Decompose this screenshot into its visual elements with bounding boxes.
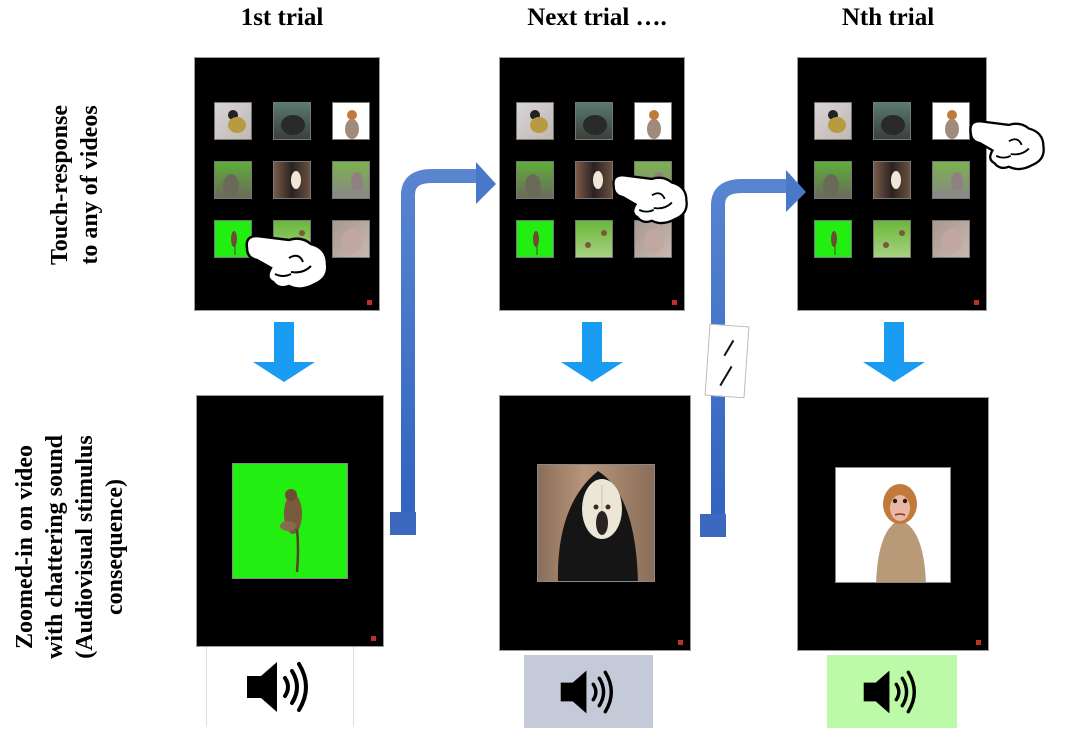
row-label-bottom-line-1: Zoomed-in on video	[12, 444, 38, 650]
indicator-dot	[976, 640, 981, 645]
zoomed-video-screen-1	[196, 395, 384, 647]
video-tile-white-faced-saki[interactable]	[873, 161, 911, 199]
sound-box-3	[827, 655, 957, 728]
sound-box-2	[524, 655, 653, 728]
down-arrow-icon	[253, 322, 315, 382]
double-slash-break-icon	[704, 323, 750, 399]
zoomed-video-green-screen-monkey	[232, 463, 348, 579]
video-tile-gorilla[interactable]	[873, 102, 911, 140]
pointing-hand-icon	[969, 120, 1045, 171]
video-tile-squirrel-monkey[interactable]	[214, 102, 252, 140]
indicator-dot	[678, 640, 683, 645]
pointing-hand-icon	[245, 234, 329, 290]
video-tile-monkey-on-green-screen[interactable]	[814, 220, 852, 258]
video-tile-rhesus-macaque-white-bg-[interactable]	[332, 102, 370, 140]
video-tile-gorilla[interactable]	[273, 102, 311, 140]
video-tile-rhesus-macaque-white-bg-[interactable]	[932, 102, 970, 140]
down-arrow-icon	[863, 322, 925, 382]
column-title-nth-trial: Nth trial	[841, 4, 935, 31]
video-tile-monkeys-in-trees[interactable]	[873, 220, 911, 258]
bent-arrow-icon	[390, 162, 496, 535]
video-tile-rhesus-macaque-white-bg-[interactable]	[634, 102, 672, 140]
speaker-sound-icon	[247, 662, 308, 712]
indicator-dot	[672, 300, 677, 305]
video-tile-monkey-on-rock[interactable]	[332, 161, 370, 199]
touchscreen-grid-3	[797, 57, 987, 311]
speaker-sound-icon	[863, 670, 916, 713]
zoomed-video-screen-2	[499, 395, 691, 651]
zoomed-video-rhesus-macaque	[835, 467, 951, 583]
row-label-touch-response: Touch-response to any of videos	[45, 65, 105, 305]
row-label-zoomed-in: Zoomed-in on video with chattering sound…	[10, 357, 130, 737]
sound-box-1	[206, 647, 354, 727]
indicator-dot	[371, 636, 376, 641]
video-tile-squirrel-monkey[interactable]	[516, 102, 554, 140]
video-tile-white-faced-saki[interactable]	[273, 161, 311, 199]
video-tile-lemurs-in-forest[interactable]	[516, 161, 554, 199]
row-label-bottom-line-3: (Audiovisual stimulus	[72, 435, 98, 659]
video-tile-lemurs-in-forest[interactable]	[214, 161, 252, 199]
row-label-bottom-line-2: with chattering sound	[42, 434, 68, 660]
video-tile-snow-monkey[interactable]	[332, 220, 370, 258]
video-tile-snow-monkey[interactable]	[932, 220, 970, 258]
down-arrow-icon	[561, 322, 623, 382]
pointing-hand-icon	[612, 174, 688, 225]
row-label-bottom-line-4: consequence)	[102, 479, 128, 615]
video-tile-gorilla[interactable]	[575, 102, 613, 140]
bent-arrow-icon	[700, 170, 806, 537]
column-title-1st-trial: 1st trial	[240, 4, 324, 31]
video-tile-monkey-on-rock[interactable]	[932, 161, 970, 199]
video-tile-monkey-on-green-screen[interactable]	[516, 220, 554, 258]
video-tile-monkeys-in-trees[interactable]	[575, 220, 613, 258]
speaker-sound-icon	[560, 670, 613, 713]
zoomed-video-white-faced-saki	[537, 464, 655, 582]
touchscreen-grid-1	[194, 57, 380, 311]
row-label-top-line-2: to any of videos	[77, 105, 103, 265]
video-tile-white-faced-saki[interactable]	[575, 161, 613, 199]
indicator-dot	[974, 300, 979, 305]
column-title-next-trial: Next trial ….	[527, 4, 667, 31]
row-label-top-line-1: Touch-response	[47, 104, 73, 266]
video-tile-squirrel-monkey[interactable]	[814, 102, 852, 140]
zoomed-video-screen-3	[797, 397, 989, 651]
video-tile-lemurs-in-forest[interactable]	[814, 161, 852, 199]
indicator-dot	[367, 300, 372, 305]
